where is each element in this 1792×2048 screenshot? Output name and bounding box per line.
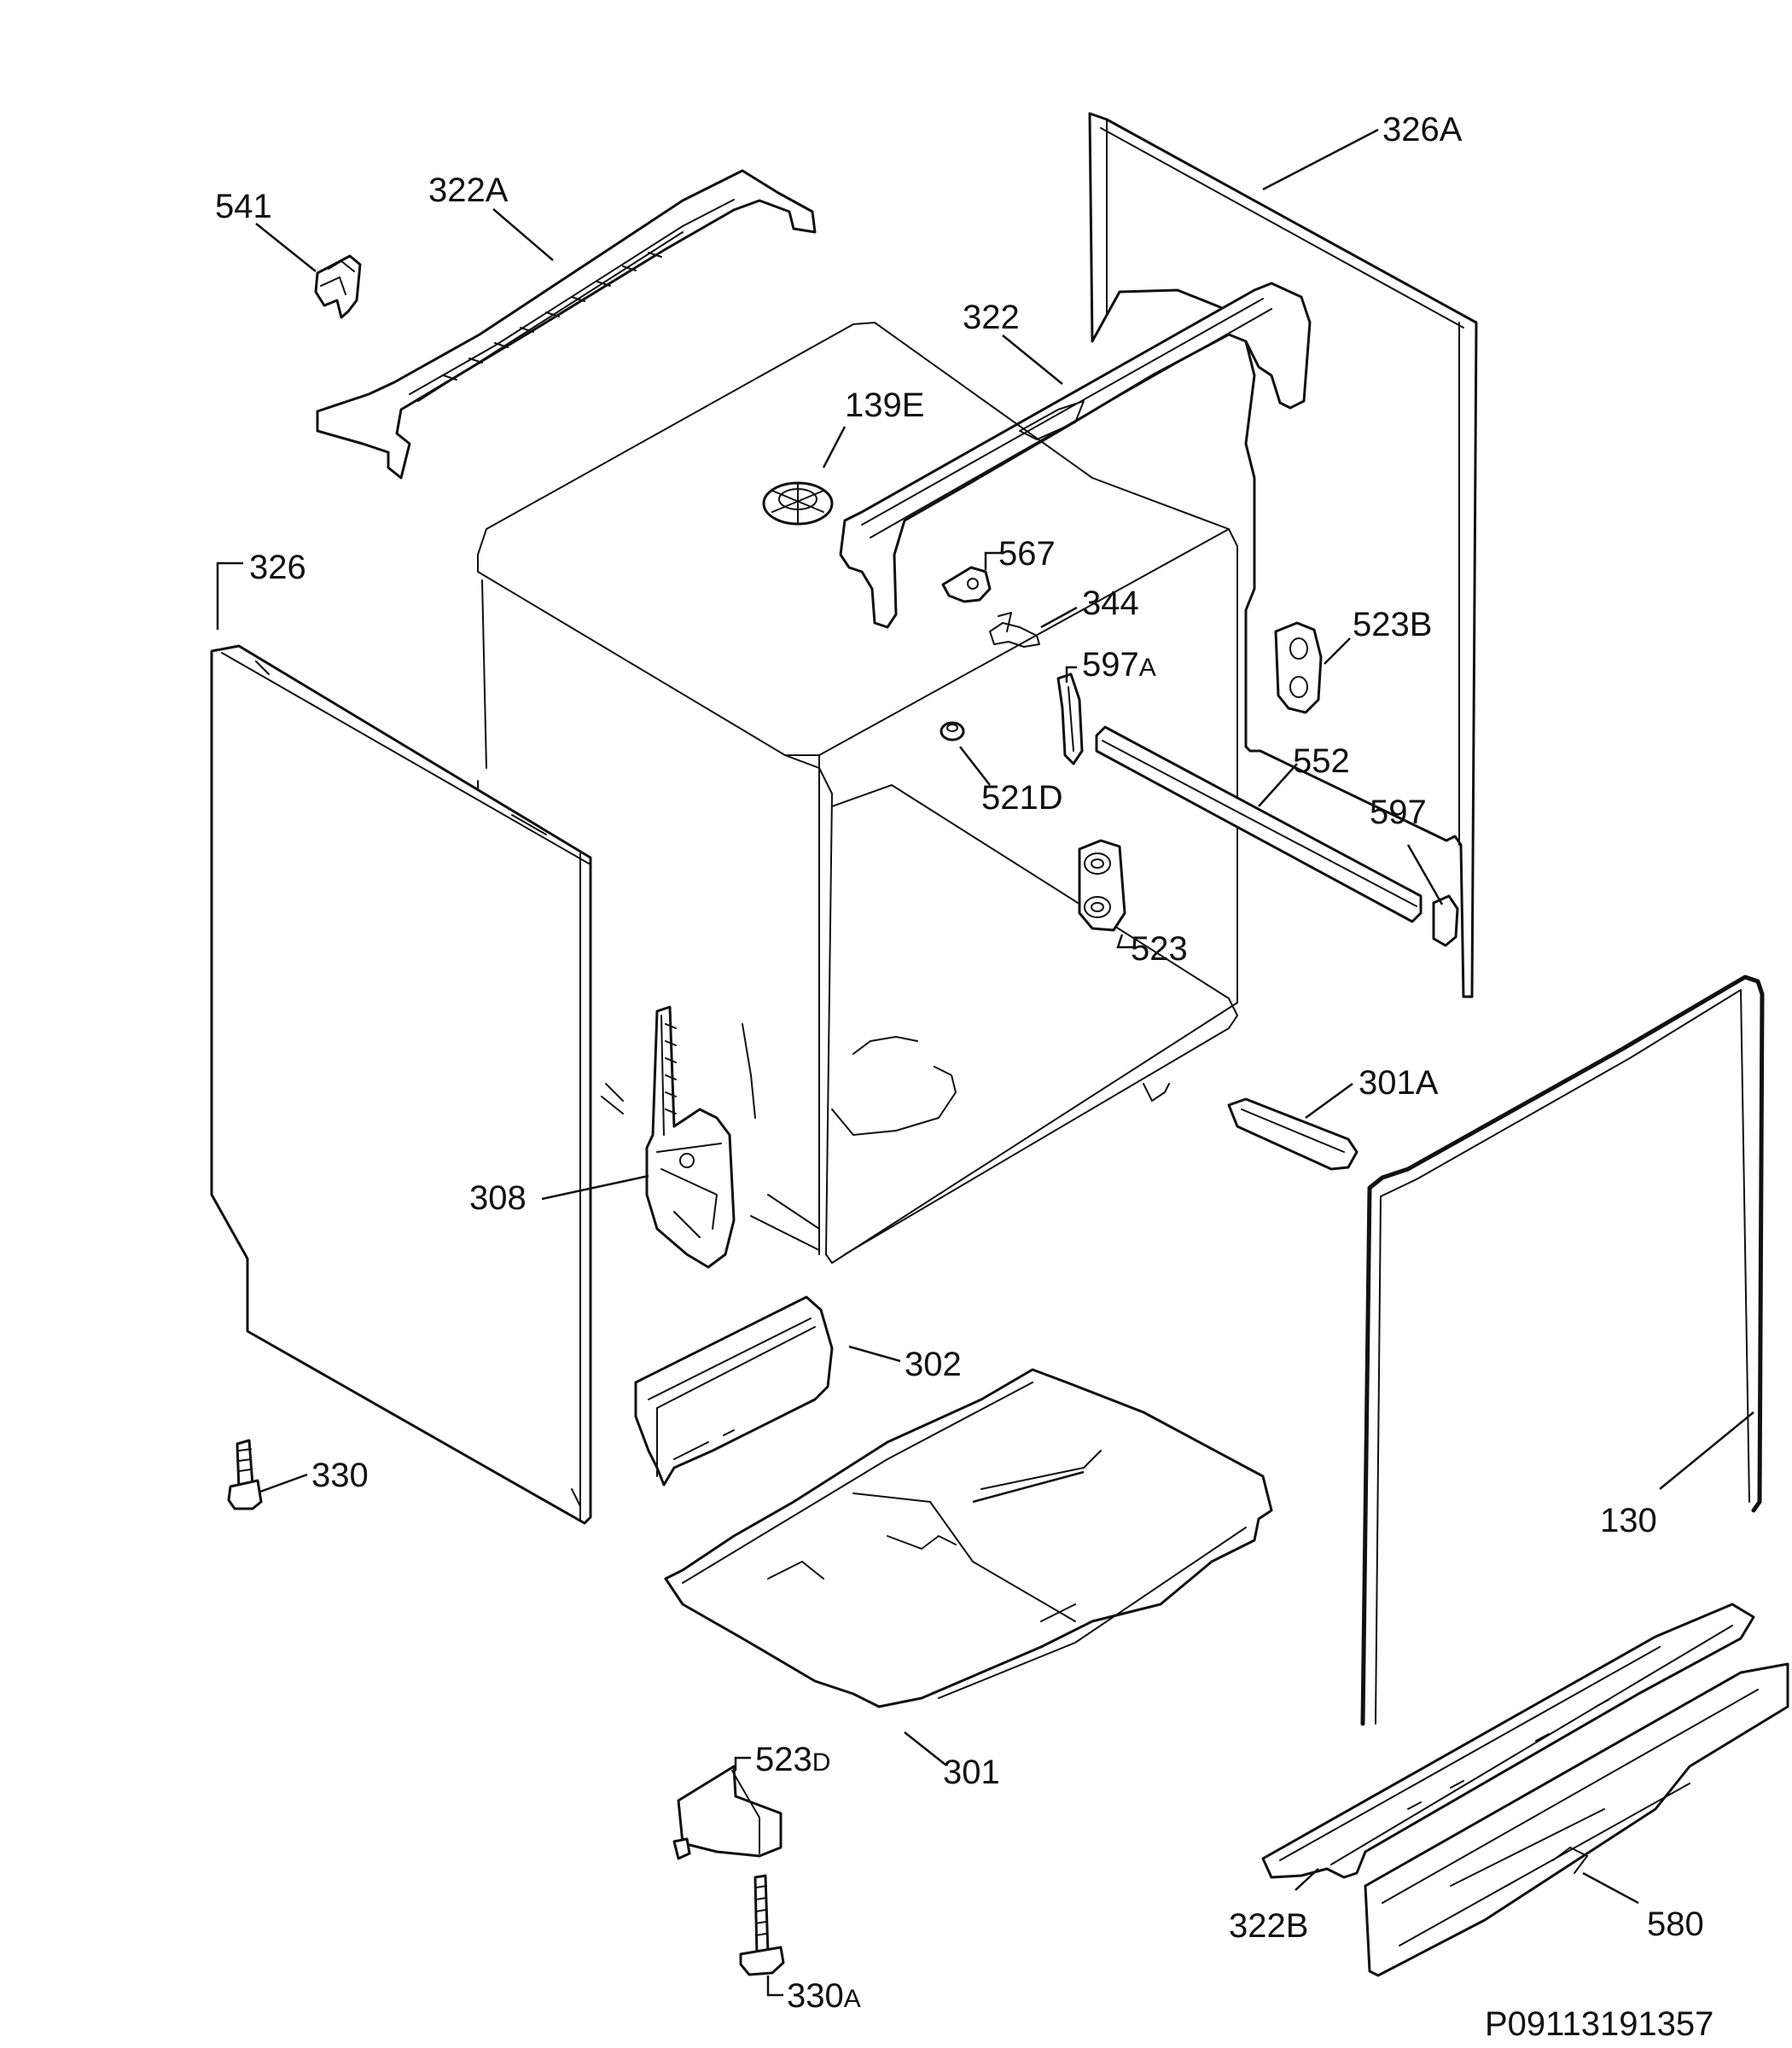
leader-567 <box>984 551 1003 570</box>
leader-326 <box>216 561 243 630</box>
label-523: 523 <box>1131 930 1188 968</box>
label-326: 326 <box>249 549 306 586</box>
label-597A-main: 597 <box>1082 646 1139 684</box>
label-330: 330 <box>311 1457 369 1494</box>
label-552: 552 <box>1293 742 1350 780</box>
label-521D: 521D <box>981 779 1063 817</box>
leader-552 <box>1258 763 1298 807</box>
leader-322 <box>1002 335 1063 385</box>
leader-523B <box>1324 637 1351 665</box>
label-330A-suffix: A <box>844 1985 861 2013</box>
label-322B: 322B <box>1229 1907 1308 1945</box>
part-523-seal <box>1078 839 1126 932</box>
diagram-reference-code: P09113191357 <box>1485 2005 1713 2043</box>
leader-322A <box>492 208 554 261</box>
leader-139E <box>822 426 847 468</box>
label-302: 302 <box>905 1346 962 1383</box>
label-322: 322 <box>963 299 1020 336</box>
part-301-base-tray <box>664 1368 1273 1708</box>
part-330-foot <box>227 1439 263 1510</box>
label-301: 301 <box>943 1754 1000 1791</box>
label-597: 597 <box>1370 794 1427 831</box>
label-301A: 301A <box>1359 1064 1439 1102</box>
callout-labels: 541 322A 326A 322 139E 326 567 344 523B … <box>215 111 1704 2015</box>
leader-130 <box>1659 1411 1754 1490</box>
leader-580 <box>1582 1871 1639 1905</box>
leader-301 <box>904 1731 946 1766</box>
part-597A-clip <box>1056 672 1084 765</box>
leader-330 <box>259 1473 308 1493</box>
label-308: 308 <box>469 1179 527 1217</box>
leader-301A <box>1305 1082 1353 1120</box>
label-541: 541 <box>215 188 272 225</box>
part-130-gasket <box>1360 975 1765 1726</box>
label-344: 344 <box>1082 585 1139 622</box>
part-552-rail <box>1095 725 1423 923</box>
part-326-side-panel <box>210 644 592 1525</box>
leader-302 <box>848 1345 901 1363</box>
label-139E: 139E <box>845 387 924 424</box>
part-139E-cap <box>762 481 834 526</box>
part-302-panel <box>634 1295 834 1487</box>
part-301A-cover <box>1227 1097 1359 1171</box>
label-523D: 523D <box>755 1741 830 1778</box>
leader-326A <box>1262 128 1379 191</box>
label-322A: 322A <box>428 172 509 209</box>
label-567: 567 <box>998 535 1056 573</box>
leader-lines <box>216 128 1754 1997</box>
part-322B-rail <box>1261 1603 1755 1879</box>
leader-523D <box>734 1756 751 1771</box>
part-322-rail <box>839 282 1312 629</box>
label-523B: 523B <box>1353 606 1432 643</box>
part-580-frame <box>1364 1662 1789 1977</box>
label-580: 580 <box>1647 1905 1704 1943</box>
part-597-clip <box>1432 894 1459 947</box>
part-322A-rail <box>316 169 817 480</box>
label-130: 130 <box>1600 1502 1657 1539</box>
leader-344 <box>1040 606 1078 629</box>
leader-597 <box>1406 844 1444 905</box>
leader-521D <box>959 746 991 786</box>
leader-308 <box>541 1174 649 1201</box>
part-523D-bracket <box>672 1765 783 1860</box>
part-326A-side-panel <box>1088 112 1478 998</box>
label-330A: 330A <box>787 1977 861 2015</box>
part-330A-foot <box>739 1874 785 1976</box>
label-330A-main: 330 <box>787 1977 844 2015</box>
part-521D-nut <box>940 721 965 742</box>
label-597A-suffix: A <box>1139 654 1156 682</box>
part-567-bracket <box>941 566 992 603</box>
label-523D-main: 523 <box>755 1741 812 1778</box>
leader-523 <box>1116 934 1135 949</box>
part-523B-seal <box>1274 621 1323 714</box>
label-326A: 326A <box>1382 111 1463 148</box>
leader-597A <box>1065 666 1077 683</box>
leader-322B <box>1295 1868 1319 1891</box>
part-308-hinge <box>645 1005 736 1269</box>
part-541-clip <box>314 254 362 319</box>
part-344-clip <box>989 612 1040 648</box>
leader-330A <box>766 1975 783 1997</box>
label-597A: 597A <box>1082 646 1156 684</box>
leader-541 <box>255 223 317 272</box>
label-523D-suffix: D <box>812 1748 831 1777</box>
leader-tray-inner <box>972 1470 1085 1504</box>
